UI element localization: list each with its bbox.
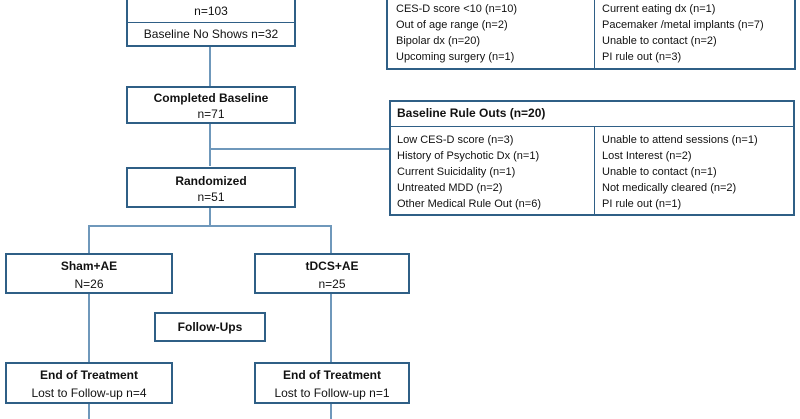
randomized-title: Randomized	[175, 174, 247, 188]
follow-ups-label: Follow-Ups	[177, 320, 243, 334]
completed-baseline-count: n=71	[197, 107, 225, 121]
eot-tdcs-box: End of Treatment Lost to Follow-up n=1	[254, 362, 410, 404]
tdcs-arm-title: tDCS+AE	[305, 259, 359, 273]
screen-rule-out-item: Current eating dx (n=1)	[602, 3, 716, 15]
baseline-rule-out-item: History of Psychotic Dx (n=1)	[397, 150, 540, 162]
connector-sham-to-eot	[88, 294, 90, 362]
connector-branch-right	[330, 225, 332, 253]
screen-rule-outs-box: CES-D score <10 (n=10) Out of age range …	[386, 0, 796, 70]
tdcs-arm-count: n=25	[318, 277, 346, 291]
screen-rule-out-item: Unable to contact (n=2)	[602, 35, 717, 47]
screen-rule-out-item: PI rule out (n=3)	[602, 51, 682, 63]
baseline-rule-outs-header-divider	[391, 126, 793, 127]
connector-eot-tdcs-down	[330, 404, 332, 419]
connector-eot-sham-down	[88, 404, 90, 419]
sham-arm-count: N=26	[74, 277, 104, 291]
baseline-rule-out-item: Unable to attend sessions (n=1)	[602, 134, 758, 146]
baseline-no-shows: Baseline No Shows n=32	[143, 27, 279, 41]
screen-rule-outs-right: Current eating dx (n=1) Pacemaker /metal…	[602, 1, 764, 65]
completed-baseline-title: Completed Baseline	[153, 91, 269, 105]
baseline-no-shows-box: Baseline No Shows n=32	[126, 22, 296, 47]
eot-tdcs-lost: Lost to Follow-up n=1	[274, 386, 390, 400]
enrolled-count: n=103	[194, 4, 228, 18]
screen-rule-outs-left: CES-D score <10 (n=10) Out of age range …	[396, 1, 517, 65]
tdcs-arm-box: tDCS+AE n=25	[254, 253, 410, 294]
eot-tdcs-title: End of Treatment	[282, 368, 381, 382]
eot-sham-lost: Lost to Follow-up n=4	[31, 386, 147, 400]
baseline-rule-out-item: Not medically cleared (n=2)	[602, 182, 737, 194]
baseline-rule-out-item: Lost Interest (n=2)	[602, 150, 692, 162]
connector-branch-left	[88, 225, 90, 253]
sham-arm-title: Sham+AE	[60, 259, 118, 273]
connector-baseline-to-randomized	[209, 124, 211, 166]
randomized-count: n=51	[197, 190, 225, 204]
screen-rule-outs-divider	[594, 0, 595, 70]
screen-rule-out-item: Pacemaker /metal implants (n=7)	[602, 19, 764, 31]
baseline-rule-out-item: Untreated MDD (n=2)	[397, 182, 503, 194]
baseline-rule-out-item: Unable to contact (n=1)	[602, 166, 717, 178]
baseline-rule-out-item: Other Medical Rule Out (n=6)	[397, 198, 541, 210]
baseline-rule-outs-left: Low CES-D score (n=3) History of Psychot…	[397, 132, 541, 212]
baseline-rule-outs-divider	[594, 127, 595, 214]
screen-rule-out-item: Bipolar dx (n=20)	[396, 35, 481, 47]
follow-ups-box: Follow-Ups	[154, 312, 266, 342]
connector-to-baseline-rule-outs	[211, 148, 389, 150]
randomized-box: Randomized n=51	[126, 167, 296, 208]
screen-rule-out-item: Out of age range (n=2)	[396, 19, 508, 31]
baseline-rule-out-item: Low CES-D score (n=3)	[397, 134, 514, 146]
screen-rule-out-item: CES-D score <10 (n=10)	[396, 3, 518, 15]
baseline-rule-out-item: Current Suicidality (n=1)	[397, 166, 516, 178]
baseline-rule-out-item: PI rule out (n=1)	[602, 198, 682, 210]
baseline-rule-outs-right: Unable to attend sessions (n=1) Lost Int…	[602, 132, 758, 212]
baseline-rule-outs-box: Baseline Rule Outs (n=20) Low CES-D scor…	[389, 100, 795, 216]
connector-randomized-down	[209, 208, 211, 226]
baseline-rule-outs-title: Baseline Rule Outs (n=20)	[397, 106, 546, 120]
screen-rule-out-item: Upcoming surgery (n=1)	[396, 51, 515, 63]
eot-sham-title: End of Treatment	[39, 368, 138, 382]
completed-baseline-box: Completed Baseline n=71	[126, 86, 296, 124]
connector-top-to-baseline	[209, 46, 211, 86]
sham-arm-box: Sham+AE N=26	[5, 253, 173, 294]
connector-tdcs-to-eot	[330, 294, 332, 362]
connector-branch	[88, 225, 330, 227]
eot-sham-box: End of Treatment Lost to Follow-up n=4	[5, 362, 173, 404]
